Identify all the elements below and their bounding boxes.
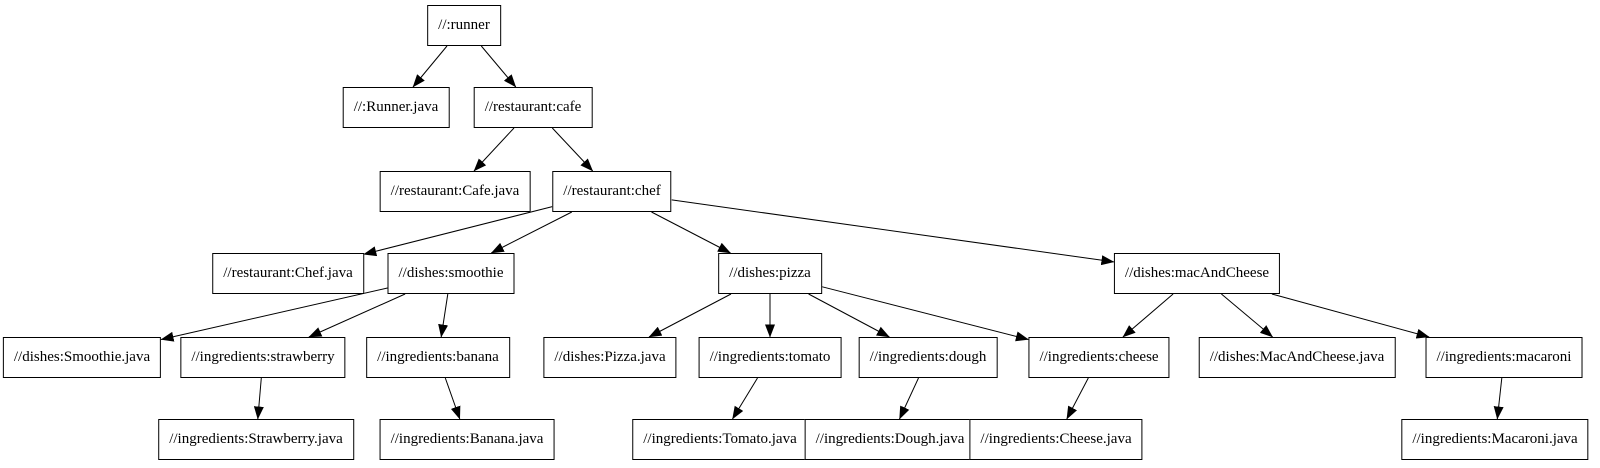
graph-node-tomato-java: //ingredients:Tomato.java: [632, 419, 808, 460]
graph-node-macaroni-java: //ingredients:Macaroni.java: [1401, 419, 1589, 460]
graph-edge-pizza-to-cheese: [821, 286, 1029, 342]
graph-node-strawberry-java: //ingredients:Strawberry.java: [158, 419, 354, 460]
graph-edge-macandcheese-to-cheese: [1122, 293, 1174, 338]
graph-node-mac-and-cheese-java: //dishes:MacAndCheese.java: [1198, 337, 1396, 378]
graph-node-chef-java: //restaurant:Chef.java: [212, 253, 364, 294]
graph-node-strawberry: //ingredients:strawberry: [180, 337, 346, 378]
graph-node-chef: //restaurant:chef: [552, 171, 672, 212]
graph-edge-dough-to-dough_java: [899, 377, 919, 420]
graph-edge-chef-to-macandcheese: [671, 199, 1115, 266]
graph-node-cheese: //ingredients:cheese: [1028, 337, 1170, 378]
graph-edge-chef-to-pizza: [651, 211, 731, 254]
graph-node-mac-and-cheese: //dishes:macAndCheese: [1113, 253, 1281, 294]
graph-edge-runner-to-cafe: [480, 45, 517, 88]
graph-node-smoothie: //dishes:smoothie: [387, 253, 515, 294]
graph-node-cheese-java: //ingredients:Cheese.java: [969, 419, 1143, 460]
graph-edge-banana-to-banana_java: [444, 377, 461, 420]
graph-edge-smoothie-to-smoothie_java: [160, 287, 388, 342]
graph-edge-strawberry-to-strawberry_java: [253, 377, 264, 420]
graph-node-macaroni: //ingredients:macaroni: [1425, 337, 1583, 378]
graph-edge-pizza-to-dough: [808, 293, 890, 338]
graph-edge-cheese-to-cheese_java: [1066, 377, 1089, 420]
graph-edge-macandcheese-to-macaroni: [1271, 293, 1430, 339]
graph-node-cafe: //restaurant:cafe: [473, 87, 593, 128]
graph-node-dough-java: //ingredients:Dough.java: [804, 419, 976, 460]
graph-edge-chef-to-smoothie: [490, 211, 573, 254]
graph-node-dough: //ingredients:dough: [858, 337, 998, 378]
graph-edge-macandcheese-to-macandcheese_java: [1221, 293, 1273, 338]
graph-edge-macaroni-to-macaroni_java: [1493, 377, 1504, 420]
graph-edge-smoothie-to-strawberry: [308, 293, 406, 338]
graph-edge-cafe-to-cafe_java: [473, 127, 515, 172]
graph-node-smoothie-java: //dishes:Smoothie.java: [2, 337, 162, 378]
graph-node-runner: //:runner: [427, 5, 501, 46]
graph-node-pizza-java: //dishes:Pizza.java: [543, 337, 677, 378]
graph-edge-tomato-to-tomato_java: [732, 377, 758, 420]
graph-node-banana-java: //ingredients:Banana.java: [379, 419, 555, 460]
graph-node-banana: //ingredients:banana: [366, 337, 510, 378]
graph-edge-smoothie-to-banana: [438, 293, 449, 338]
graph-node-tomato: //ingredients:tomato: [698, 337, 842, 378]
graph-edge-cafe-to-chef: [551, 127, 594, 172]
graph-node-cafe-java: //restaurant:Cafe.java: [379, 171, 531, 212]
graph-edge-pizza-to-pizza_java: [648, 293, 732, 338]
graph-edge-chef-to-chef_java: [363, 206, 553, 257]
graph-node-runner-java: //:Runner.java: [342, 87, 450, 128]
graph-edge-runner-to-runner_java: [412, 45, 448, 88]
graph-node-pizza: //dishes:pizza: [718, 253, 822, 294]
